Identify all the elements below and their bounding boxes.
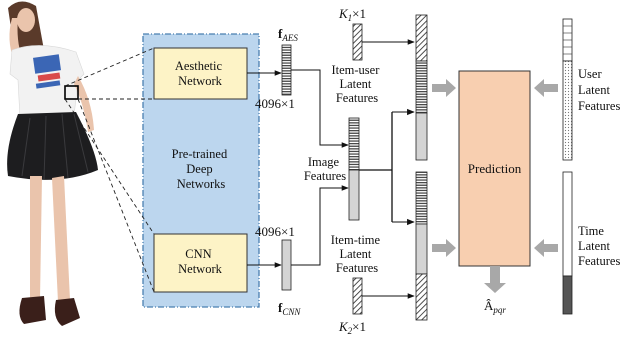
item-user-label: Item-user Latent Features [331, 63, 382, 105]
f-cnn-dimension: 4096×1 [255, 224, 295, 239]
user-concat-hatched [415, 14, 428, 62]
f-aes-vector [281, 44, 292, 96]
time-latent-label: Time Latent Features [578, 224, 620, 268]
user-concat-aes [415, 60, 428, 114]
cnn-to-image-features-arrow [291, 185, 349, 266]
f-aes-label: fAES [278, 26, 298, 43]
output-label: Âpqr [484, 298, 506, 315]
item-user-latent-vector [352, 23, 363, 61]
time-latent-vector-top [562, 171, 573, 277]
f-cnn-vector [281, 239, 292, 291]
aesthetic-network-label: Aesthetic Network [175, 59, 225, 88]
item-time-latent-vector [352, 277, 363, 315]
image-features-vector-aes [348, 117, 360, 171]
time-concat-hatched [415, 273, 428, 321]
image-features-label: Image Features [304, 155, 346, 183]
crop-box [64, 85, 79, 100]
time-latent-vector-bottom [562, 275, 573, 315]
prediction-label: Prediction [468, 161, 522, 176]
item-time-label: Item-time Latent Features [331, 233, 383, 275]
aesthetic-network-box [153, 47, 248, 100]
time-latent-to-prediction-arrow [534, 239, 558, 257]
user-concat-cnn [415, 112, 428, 161]
user-latent-to-prediction-arrow [534, 79, 558, 97]
k2-label: K2×1 [338, 319, 366, 336]
k1-label: K1×1 [338, 6, 366, 23]
output-arrow [484, 266, 506, 293]
time-concat-cnn [415, 223, 428, 275]
user-latent-vector-bottom [562, 60, 573, 161]
aes-to-image-features-arrow [291, 69, 349, 148]
model-photo [7, 1, 98, 326]
image-features-vector-cnn [348, 169, 360, 221]
f-aes-dimension: 4096×1 [255, 96, 295, 111]
time-concat-aes [415, 171, 428, 225]
f-cnn-label: fCNN [278, 300, 301, 317]
projection-lines [64, 47, 155, 293]
time-to-prediction-arrow [432, 239, 456, 257]
cnn-network-label: CNN Network [178, 247, 222, 276]
pretrained-label: Pre-trained Deep Networks [172, 147, 231, 191]
cnn-network-box [153, 233, 248, 293]
user-to-prediction-arrow [432, 79, 456, 97]
user-latent-label: User Latent Features [578, 67, 620, 113]
user-latent-vector-grid [563, 25, 572, 55]
prediction-box [458, 70, 531, 267]
